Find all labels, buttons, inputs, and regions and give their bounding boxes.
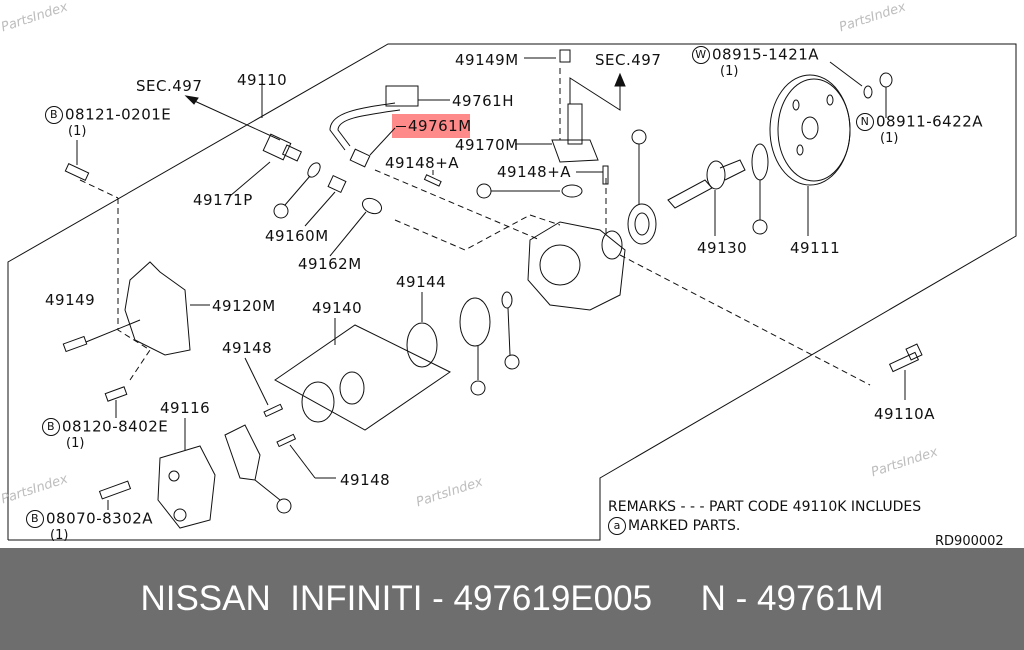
part-number: 08120-8402E bbox=[62, 417, 169, 436]
label-49116: 49116 bbox=[160, 399, 211, 417]
label-sec497-left: SEC.497 bbox=[136, 77, 203, 95]
banner-text: NISSAN INFINITI - 497619E005 N - 49761M bbox=[140, 579, 884, 618]
label-49761M-highlighted[interactable]: 49761M bbox=[396, 118, 472, 134]
qty-08120: (1) bbox=[66, 436, 85, 451]
label-49761H: 49761H bbox=[452, 92, 514, 110]
part-number: 08121-0201E bbox=[65, 105, 172, 124]
qty-08121: (1) bbox=[68, 124, 87, 139]
label-49148A-2: 49148+A bbox=[497, 163, 572, 181]
part-number: 08070-8302A bbox=[46, 509, 154, 528]
part-number: 08911-6422A bbox=[876, 112, 984, 131]
washer-marker-icon: W bbox=[692, 46, 710, 64]
remarks-line-1: REMARKS - - - PART CODE 49110K INCLUDES bbox=[608, 499, 922, 515]
part-title-banner: NISSAN INFINITI - 497619E005 N - 49761M bbox=[0, 548, 1024, 650]
label-sec497-right: SEC.497 bbox=[595, 51, 662, 69]
diagram-drawing bbox=[7, 43, 1017, 541]
label-49111: 49111 bbox=[790, 239, 841, 257]
label-49130: 49130 bbox=[697, 239, 748, 257]
label-49140: 49140 bbox=[312, 299, 363, 317]
part-number: 49761M bbox=[408, 117, 472, 135]
qty-08911: (1) bbox=[880, 131, 899, 146]
label-49148A-1: 49148+A bbox=[385, 154, 460, 172]
label-49171P: 49171P bbox=[193, 191, 253, 209]
label-49162M: 49162M bbox=[298, 255, 362, 273]
label-49120M: 49120M bbox=[212, 297, 276, 315]
marked-part-icon: a bbox=[608, 517, 626, 535]
label-49149M: 49149M bbox=[455, 51, 519, 69]
label-49149: 49149 bbox=[45, 291, 96, 309]
diagram-code: RD900002 bbox=[935, 534, 1004, 549]
label-49148-1: 49148 bbox=[222, 339, 273, 357]
nut-marker-icon: N bbox=[856, 113, 874, 131]
bolt-marker-icon: B bbox=[26, 510, 44, 528]
part-number: 08915-1421A bbox=[712, 45, 820, 64]
label-49148-2: 49148 bbox=[340, 471, 391, 489]
label-49144: 49144 bbox=[396, 273, 447, 291]
remarks-text: MARKED PARTS. bbox=[628, 518, 741, 534]
qty-08915: (1) bbox=[720, 64, 739, 79]
label-49170M: 49170M bbox=[455, 136, 519, 154]
leader-line bbox=[396, 126, 406, 127]
bolt-marker-icon: B bbox=[42, 418, 60, 436]
label-49110A: 49110A bbox=[874, 405, 935, 423]
bolt-marker-icon: B bbox=[45, 106, 63, 124]
assembly-frame bbox=[7, 43, 1017, 541]
qty-08070: (1) bbox=[50, 528, 69, 543]
label-49110: 49110 bbox=[237, 71, 288, 89]
label-49160M: 49160M bbox=[265, 227, 329, 245]
